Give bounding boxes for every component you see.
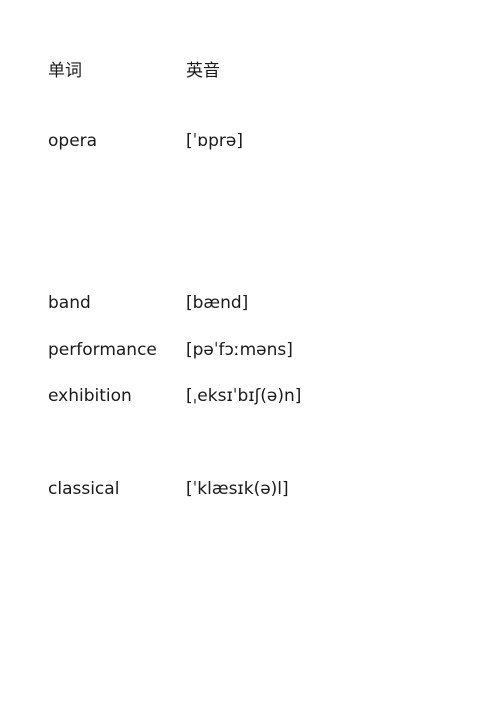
word-performance: performance <box>48 340 157 360</box>
ipa-band: [bænd] <box>186 293 249 313</box>
word-classical: classical <box>48 479 120 499</box>
ipa-classical: [ˈklæsɪk(ə)l] <box>186 479 289 499</box>
ipa-exhibition: [ˌeksɪˈbɪʃ(ə)n] <box>186 386 302 406</box>
ipa-performance: [pəˈfɔːməns] <box>186 340 293 360</box>
word-band: band <box>48 293 91 313</box>
header-word: 单词 <box>48 61 82 81</box>
word-exhibition: exhibition <box>48 386 132 406</box>
word-opera: opera <box>48 131 98 151</box>
ipa-opera: [ˈɒprə] <box>186 131 243 151</box>
header-ipa: 英音 <box>186 61 220 81</box>
